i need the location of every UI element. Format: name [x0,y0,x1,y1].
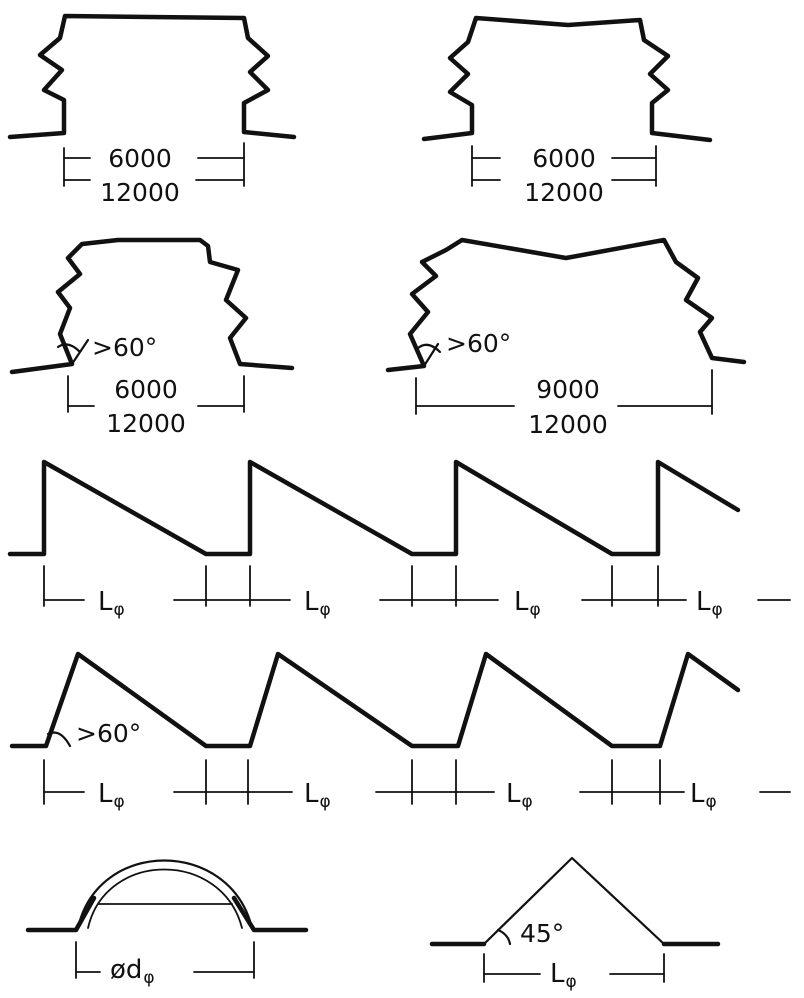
triangle-angle-label: 45° [520,919,564,948]
sawtooth-vertical-span-2: Lφ [304,587,331,620]
triangle-outline [482,856,666,946]
sawtooth-inclined-span-3: Lφ [506,779,533,812]
lantern-4-angle-label: >60° [446,329,511,358]
sawtooth-inclined-outline [9,651,741,749]
arch-skylight: ødφ [25,859,309,988]
lantern-3-outline [9,237,295,375]
lantern-2-inner-width: 6000 [532,144,596,173]
sawtooth-vertical: Lφ Lφ Lφ Lφ [7,459,791,620]
sawtooth-vertical-dimension [43,565,791,607]
lantern-1-dimension [63,142,245,187]
lantern-3-dimension [67,375,245,413]
lantern-4-angle-arc [416,342,442,368]
lantern-3-angle-label: >60° [92,333,157,362]
lantern-3-angle-arc [56,338,90,366]
lantern-3-inner-width: 6000 [114,375,178,404]
lantern-1-outer-width: 12000 [100,178,180,207]
lantern-4-outline [385,237,747,373]
sawtooth-inclined-angle-arc [46,731,72,748]
triangle-dimension [483,953,665,983]
lantern-1-inner-width: 6000 [108,144,172,173]
triangle-span-label: Lφ [550,959,577,992]
lantern-profile-2: 6000 12000 [421,15,713,207]
arch-dimension [75,941,255,979]
lantern-3-outer-width: 12000 [106,409,186,438]
sawtooth-inclined-span-1: Lφ [98,779,125,812]
triangle-skylight: 45° Lφ [429,856,721,992]
lantern-2-outline [421,15,713,143]
sawtooth-vertical-span-1: Lφ [98,587,125,620]
arch-base-outline [25,895,309,933]
sawtooth-inclined-span-2: Lφ [304,779,331,812]
arch-outer-shell [76,859,254,930]
sawtooth-inclined-span-4: Lφ [690,779,717,812]
lantern-4-inner-width: 9000 [536,375,600,404]
triangle-angle-arc [496,928,512,946]
lantern-4-dimension [415,369,713,415]
lantern-2-dimension [471,145,657,187]
sawtooth-inclined: >60° Lφ Lφ Lφ Lφ [9,651,791,812]
lantern-profile-3: >60° 6000 12000 [9,237,295,438]
arch-diameter-label: ødφ [110,955,155,988]
lantern-1-outline [7,13,297,140]
sawtooth-inclined-angle-label: >60° [76,719,141,748]
sawtooth-vertical-span-3: Lφ [514,587,541,620]
sawtooth-vertical-outline [7,459,741,557]
sawtooth-vertical-span-4: Lφ [696,587,723,620]
lantern-4-outer-width: 12000 [528,410,608,439]
lantern-2-outer-width: 12000 [524,178,604,207]
lantern-profile-4: >60° 9000 12000 [385,237,747,439]
arch-inner-shell [87,868,243,929]
lantern-profile-1: 6000 12000 [7,13,297,207]
sawtooth-inclined-dimension [43,759,791,805]
